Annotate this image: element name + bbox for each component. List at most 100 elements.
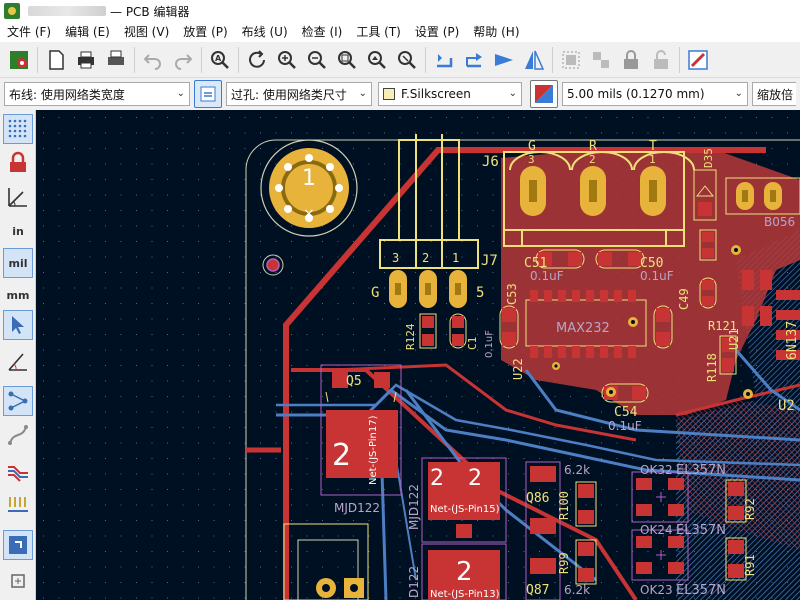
r121-footprint[interactable] [699,229,717,309]
pcb-canvas[interactable]: 1 × J7 3 2 1 G 5 R124 [36,110,800,600]
polar-coords-button[interactable] [3,182,33,212]
mjd122-label: MJD122 [334,501,380,515]
r92-ref: R92 [743,498,757,520]
r91-footprint[interactable] [725,537,747,581]
r100-footprint[interactable] [575,481,597,527]
q5-transistor[interactable] [320,364,402,496]
r99-ref: R99 [557,552,571,574]
j6-connector[interactable] [503,151,695,247]
track-display-button[interactable] [3,456,33,486]
flip-vertical-button[interactable] [519,45,549,75]
track-width-select[interactable]: 布线: 使用网络类宽度 ⌄ [4,82,190,106]
q86-net-label: Net-(JS-Pin15) [430,504,500,515]
cursor-style-button[interactable] [3,310,33,340]
auto-track-width-button[interactable] [194,80,222,108]
drc-icon [688,49,708,70]
find-button[interactable]: A [205,45,235,75]
find-icon: A [211,50,229,69]
ok24-label: OK24 [640,523,673,537]
c49-footprint[interactable] [653,305,673,349]
curved-ratsnest-button[interactable] [3,420,33,450]
menu-edit[interactable]: 编辑 (E) [65,25,110,39]
plot-button[interactable] [101,45,131,75]
zoom-in-button[interactable] [272,45,302,75]
high-contrast-button[interactable] [3,566,33,596]
r92-footprint[interactable] [725,479,747,523]
units-inch-button[interactable]: in [3,216,33,246]
rotate-cw-button[interactable] [459,45,489,75]
unlock-button[interactable] [646,45,676,75]
ok24-optocoupler[interactable] [631,529,689,581]
ungroup-button[interactable] [586,45,616,75]
zoom-selection-button[interactable] [392,45,422,75]
j7-connector[interactable] [379,134,479,308]
u21-ref: U21 [727,328,741,350]
cursor-icon [12,316,24,334]
c50-value: 0.1uF [640,269,674,283]
zoom-objects-button[interactable] [362,45,392,75]
units-mil-button[interactable]: mil [3,248,33,278]
menu-inspect[interactable]: 检查 (I) [301,25,343,39]
r118-footprint[interactable] [719,335,737,375]
menu-file[interactable]: 文件 (F) [7,25,52,39]
drc-button[interactable] [683,45,713,75]
q86-pad-number: 2 [430,466,444,491]
grid-icon [8,119,27,138]
board-setup-icon [10,50,28,69]
q5-pad-number: 2 [332,438,351,473]
u21-header[interactable] [725,177,800,215]
zoom-select[interactable]: 缩放倍 [752,82,796,106]
layer-select[interactable]: F.Silkscreen ⌄ [378,82,522,106]
via-size-select[interactable]: 过孔: 使用网络类尺寸 ⌄ [226,82,372,106]
lock-grid-button[interactable] [3,148,33,178]
mounting-hole-outline [260,139,358,237]
group-button[interactable] [556,45,586,75]
ok32-label: OK32 [640,463,673,477]
measure-button[interactable] [3,346,33,376]
rotate-ccw-button[interactable] [429,45,459,75]
c1-footprint[interactable] [449,313,467,349]
menu-help[interactable]: 帮助 (H) [473,25,520,39]
lock-button[interactable] [616,45,646,75]
zoom-fit-button[interactable] [332,45,362,75]
menu-route[interactable]: 布线 (U) [241,25,288,39]
q87-transistor[interactable] [421,543,507,600]
bottom-trace [276,383,800,467]
grid-select[interactable]: 5.00 mils (0.1270 mm) ⌄ [562,82,748,106]
menu-view[interactable]: 视图 (V) [123,25,170,39]
curved-ratsnest-icon [8,425,28,445]
grid-toggle-button[interactable] [3,114,33,144]
r124-footprint[interactable] [419,313,437,349]
layer-pair-button[interactable] [530,80,558,108]
page-settings-button[interactable] [41,45,71,75]
units-mm-button[interactable]: mm [3,280,33,310]
menu-tools[interactable]: 工具 (T) [356,25,401,39]
q86-transistor[interactable] [421,457,507,543]
toolbar-separator [679,46,680,73]
refresh-button[interactable] [242,45,272,75]
bottom-connector[interactable] [283,523,369,600]
r121-ref: R121 [708,319,737,333]
r99-footprint[interactable] [575,539,597,585]
c51-footprint[interactable] [535,249,585,269]
j6-letter: R [589,139,597,154]
c51-value: 0.1uF [530,269,564,283]
ok32-optocoupler[interactable] [631,471,689,523]
c50-footprint[interactable] [595,249,645,269]
menu-preferences[interactable]: 设置 (P) [414,25,460,39]
d35-footprint[interactable] [693,169,717,221]
zoom-selection-icon [398,50,416,69]
zoom-out-button[interactable] [302,45,332,75]
via-display-button[interactable] [3,490,33,520]
zone-display-button[interactable] [3,530,33,560]
redo-button[interactable] [168,45,198,75]
print-button[interactable] [71,45,101,75]
flip-horizontal-button[interactable] [489,45,519,75]
board-setup-button[interactable] [4,45,34,75]
menu-place[interactable]: 放置 (P) [183,25,228,39]
show-ratsnest-button[interactable] [3,386,33,416]
diode-array[interactable] [525,461,561,600]
c53-footprint[interactable] [499,305,519,349]
undo-button[interactable] [138,45,168,75]
max232-ic[interactable] [525,290,647,358]
